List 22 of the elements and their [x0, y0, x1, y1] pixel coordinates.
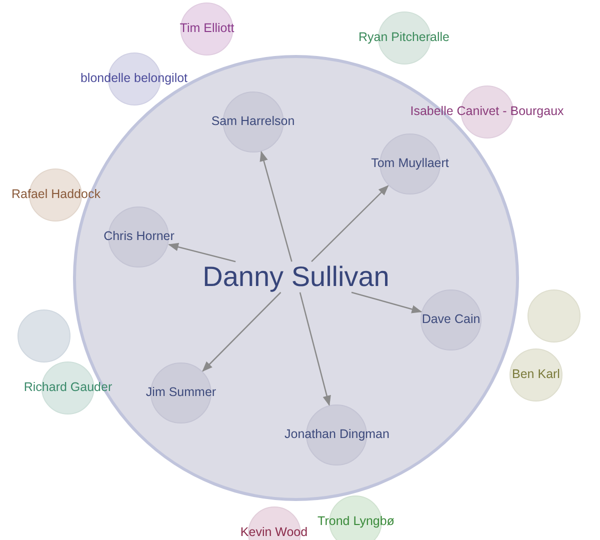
node-label: Tom Muyllaert: [371, 157, 449, 171]
node-label: Ryan Pitcheralle: [358, 31, 450, 45]
node-label: Trond Lyngbø: [318, 515, 394, 529]
arrow: [168, 242, 236, 262]
node-label: Jim Summer: [146, 386, 216, 400]
node-label: blondelle belongilot: [80, 72, 188, 86]
node-label: Chris Horner: [104, 230, 174, 244]
arrow: [299, 292, 331, 406]
node-label: Kevin Wood: [240, 526, 308, 540]
node-label: Rafael Haddock: [12, 188, 100, 202]
node-label: Sam Harrelson: [211, 115, 295, 129]
arrow: [311, 185, 389, 262]
node-label: Dave Cain: [422, 313, 480, 327]
arrow: [202, 292, 282, 372]
node-label: Richard Gauder: [24, 381, 112, 395]
arrow: [260, 150, 292, 262]
node-label: Ben Karl: [512, 368, 560, 382]
node-label: Danny Sullivan: [202, 262, 390, 292]
node-label: Isabelle Canivet - Bourgaux: [410, 105, 564, 119]
node-label: Tim Elliott: [180, 22, 234, 36]
arrow: [351, 292, 422, 314]
node-label: Jonathan Dingman: [284, 428, 390, 442]
